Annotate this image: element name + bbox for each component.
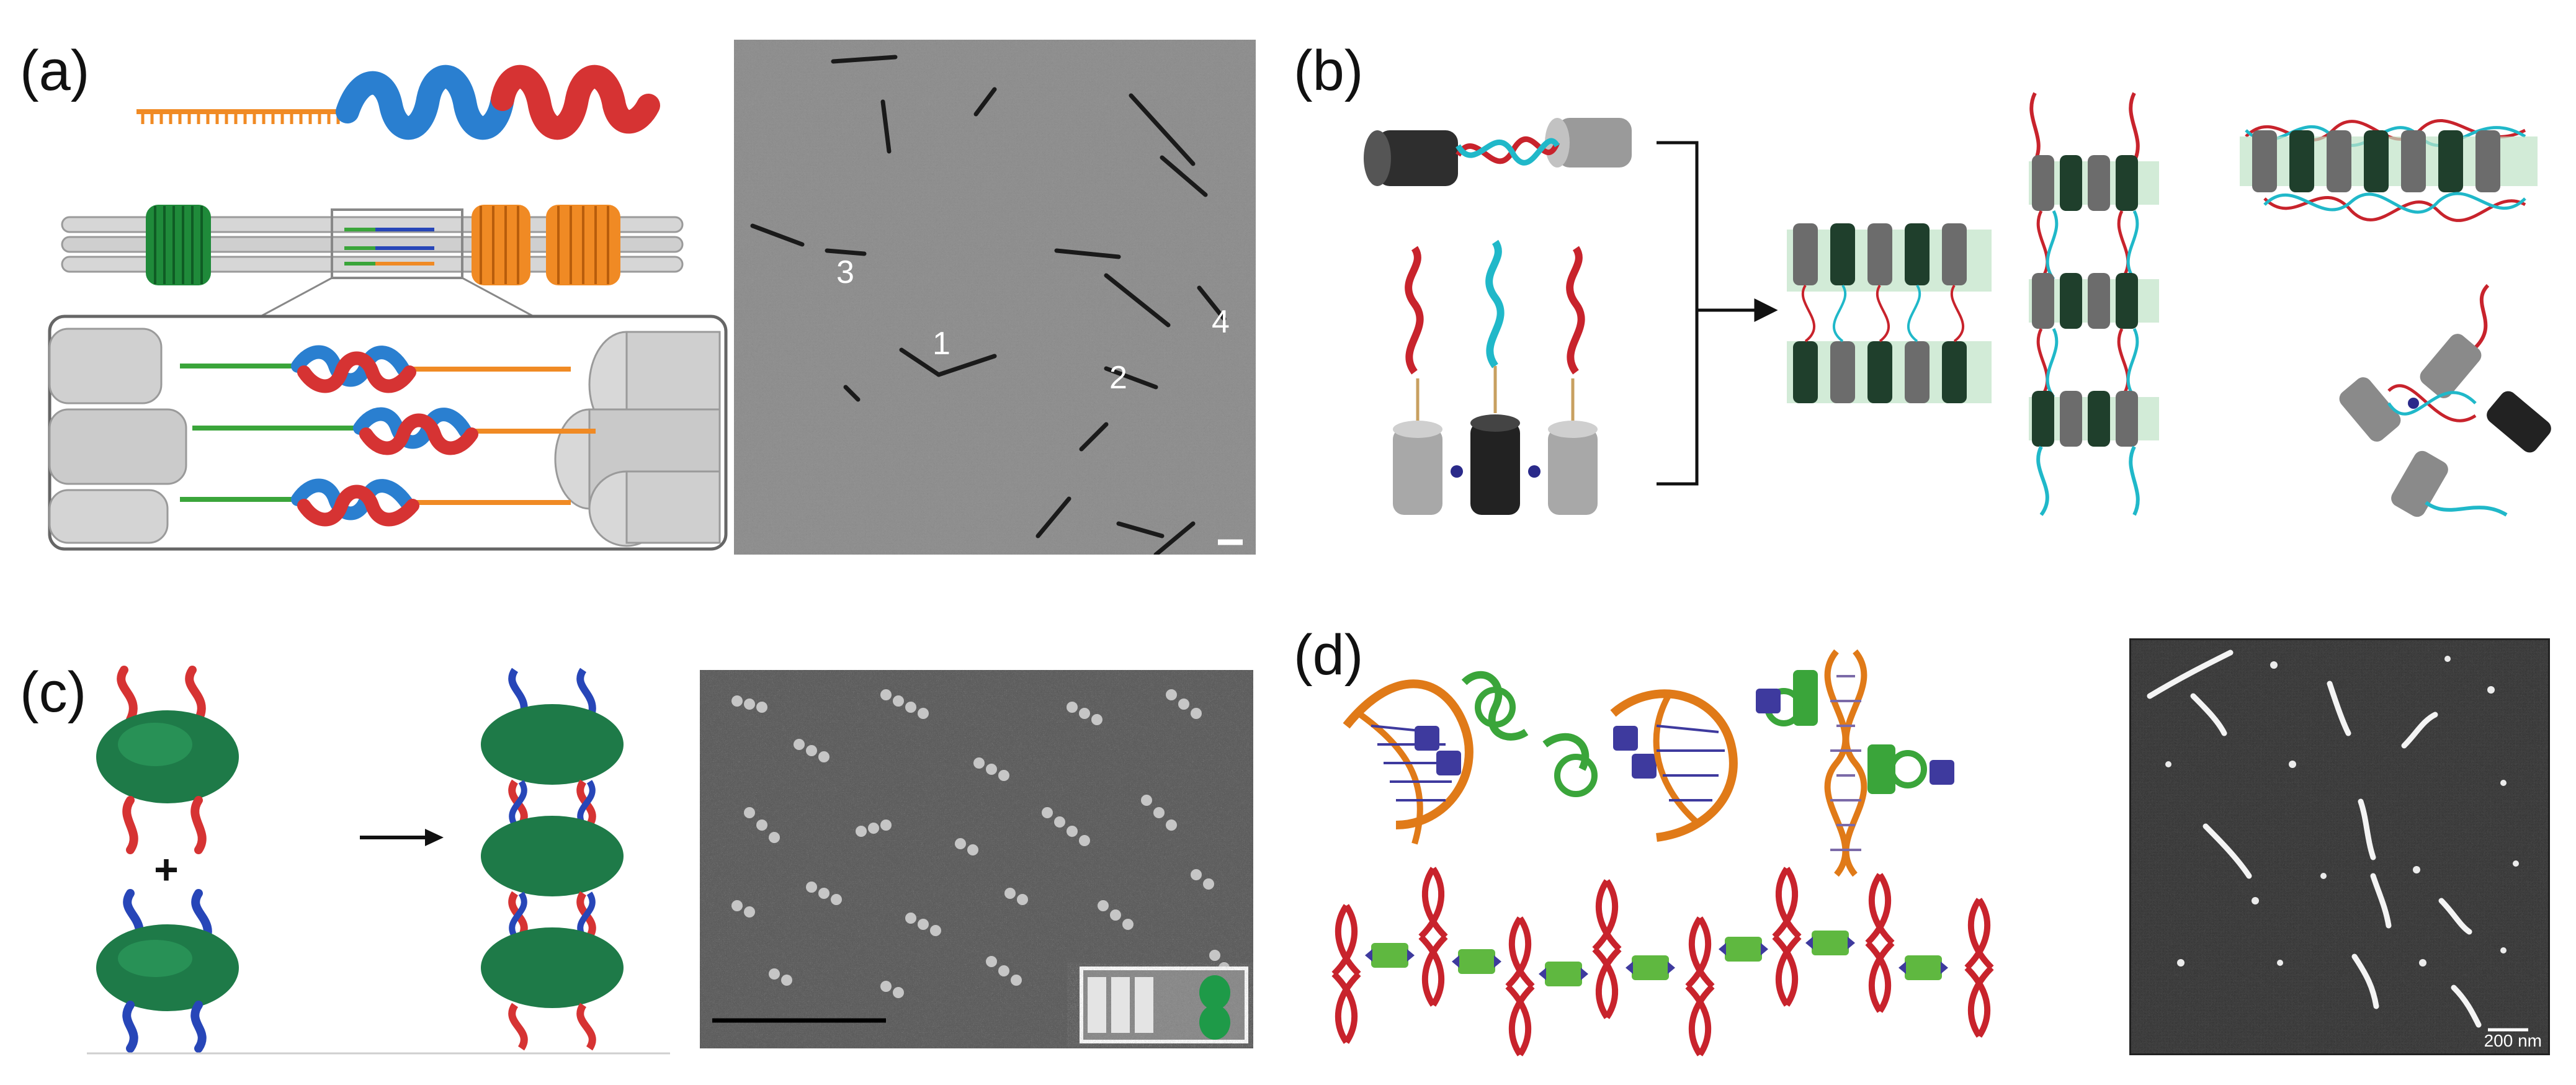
- rod-number-1: 1: [932, 326, 950, 362]
- panel-a-schematic: [48, 65, 728, 551]
- afm-scalebar-label: 200 nm: [2484, 1031, 2542, 1050]
- origami-rod-assembly: [61, 205, 684, 318]
- afm-filaments: [2147, 650, 2482, 1028]
- rod-number-2: 2: [1109, 360, 1127, 396]
- cluster-assembly: [2339, 284, 2551, 517]
- panel-c-micrograph: [700, 670, 1253, 1048]
- panel-label-c: (c): [20, 661, 87, 724]
- protein-blue-strands: [96, 889, 239, 1053]
- particle-chains: [731, 689, 1230, 998]
- dna-protein-chain: [1331, 867, 1994, 1056]
- panel-label-a: (a): [20, 39, 90, 102]
- bracket-arrow: [1657, 141, 1778, 486]
- reaction-arrow: [360, 829, 444, 846]
- panel-a-micrograph: 3 1 2 4: [734, 40, 1256, 555]
- lattice-two-layer: [1787, 223, 1992, 403]
- dna-linked-dimer: [1364, 118, 1632, 186]
- lattice-columns: [2029, 92, 2159, 516]
- lattice-sheet: [2240, 118, 2538, 222]
- protein-dna-complex-left: [1343, 671, 1738, 845]
- panel-c-schematic: +: [87, 666, 670, 1055]
- panel-label-d: (d): [1294, 623, 1364, 687]
- inset-strands: [180, 345, 596, 527]
- protein-dna-complex-right: [1756, 649, 1954, 877]
- plus-sign: +: [154, 846, 179, 893]
- rod-number-4: 4: [1212, 304, 1230, 340]
- zoom-inset: [48, 315, 728, 551]
- panel-d-schematic: [1331, 649, 1994, 1056]
- trimer-with-strands: [1393, 239, 1598, 515]
- panel-b-schematic: [1364, 92, 2551, 517]
- protein-red-strands: [96, 666, 239, 854]
- panel-label-b: (b): [1294, 39, 1364, 102]
- micrograph-rods: [734, 40, 1256, 555]
- peptide-dna-conjugate: [136, 65, 660, 140]
- rod-number-3: 3: [836, 254, 854, 290]
- protein-stack: [481, 668, 624, 1051]
- panel-d-afm-image: 200 nm: [2129, 638, 2550, 1055]
